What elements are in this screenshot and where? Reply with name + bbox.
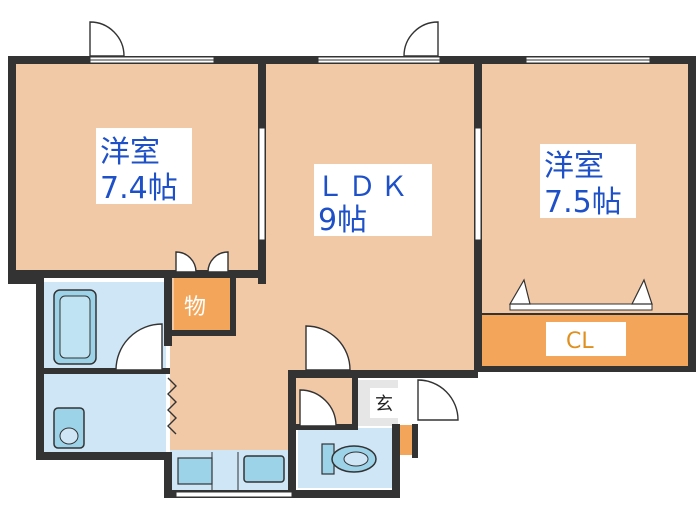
door-swing-storage-right-icon bbox=[207, 251, 229, 273]
entrance-label: 玄 bbox=[375, 394, 393, 415]
ldk-label-bg bbox=[314, 164, 432, 236]
door-swing-top-left-icon bbox=[89, 21, 125, 57]
door-swing-bathroom-icon bbox=[115, 323, 163, 371]
closet-label-bg bbox=[546, 322, 626, 356]
western-room-right-label-bg bbox=[540, 144, 636, 218]
closet-label: CL bbox=[566, 329, 594, 354]
western-room-left-size: 7.4帖 bbox=[100, 171, 178, 206]
bathtub-inner bbox=[59, 295, 91, 359]
door-swing-toilet-icon bbox=[299, 389, 337, 427]
western-room-right-size: 7.5帖 bbox=[544, 185, 622, 220]
doors bbox=[89, 21, 459, 427]
washbasin-bowl bbox=[59, 427, 79, 445]
folding-door-icon bbox=[167, 377, 177, 435]
storage-label: 物 bbox=[184, 295, 206, 320]
western-room-left-label-bg bbox=[96, 128, 192, 204]
door-swing-top-mid-icon bbox=[403, 21, 439, 57]
western-room-right-name: 洋室 bbox=[544, 149, 604, 184]
entrance-label-bg bbox=[370, 388, 400, 418]
entrance-step bbox=[398, 425, 412, 455]
door-swing-entrance-icon bbox=[417, 379, 459, 421]
ldk-size: 9帖 bbox=[318, 203, 367, 238]
sink-left bbox=[177, 457, 213, 485]
western-room-left-name: 洋室 bbox=[100, 135, 160, 170]
door-swing-hall-icon bbox=[305, 325, 351, 371]
toilet-seat bbox=[343, 451, 369, 467]
sink-right bbox=[243, 455, 285, 483]
ldk-name: ＬＤＫ bbox=[316, 170, 412, 203]
storage-label-bg bbox=[178, 288, 222, 320]
closet-door-rail bbox=[509, 303, 653, 311]
closet-door-right-icon bbox=[631, 278, 653, 305]
windows bbox=[89, 56, 651, 498]
closet-door-left-icon bbox=[508, 278, 531, 305]
door-swing-storage-left-icon bbox=[175, 251, 197, 273]
